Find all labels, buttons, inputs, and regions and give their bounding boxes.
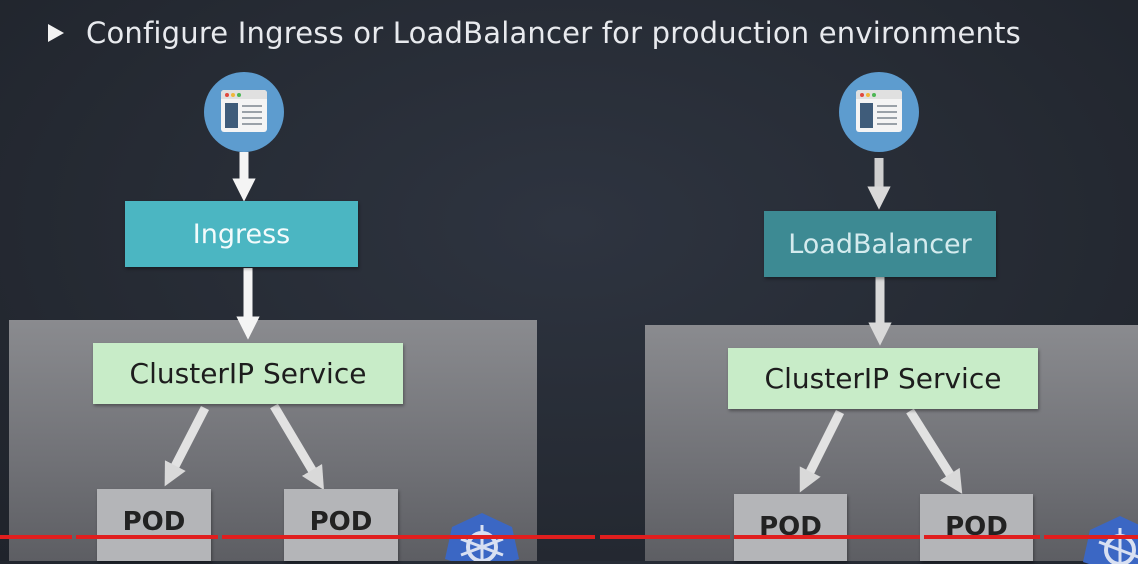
arrow-service-to-pod-3 <box>799 409 845 493</box>
progress-line <box>1044 535 1138 539</box>
pod-right-2: POD <box>920 494 1033 561</box>
clusterip-service-left: ClusterIP Service <box>93 343 403 404</box>
clusterip-service-right: ClusterIP Service <box>728 348 1038 409</box>
browser-client-icon <box>839 72 919 152</box>
progress-line <box>0 535 72 539</box>
kubernetes-logo-icon <box>1083 516 1138 564</box>
arrow-service-to-pod-2 <box>270 403 324 491</box>
pod-left-2: POD <box>284 489 398 561</box>
bullet-text: Configure Ingress or LoadBalancer for pr… <box>86 16 1021 50</box>
progress-line <box>76 535 218 539</box>
progress-line <box>600 535 730 539</box>
ingress-box: Ingress <box>125 201 358 267</box>
progress-line <box>924 535 1040 539</box>
progress-line <box>734 535 920 539</box>
loadbalancer-box: LoadBalancer <box>764 211 996 277</box>
browser-client-icon <box>204 72 284 152</box>
pod-right-1: POD <box>734 494 847 561</box>
arrow-service-to-pod-4 <box>906 408 963 494</box>
bullet-heading: Configure Ingress or LoadBalancer for pr… <box>48 16 1021 50</box>
arrow-service-to-pod-1 <box>164 405 210 487</box>
pod-left-1: POD <box>97 489 211 561</box>
play-bullet-icon <box>48 24 64 42</box>
progress-line <box>222 535 595 539</box>
